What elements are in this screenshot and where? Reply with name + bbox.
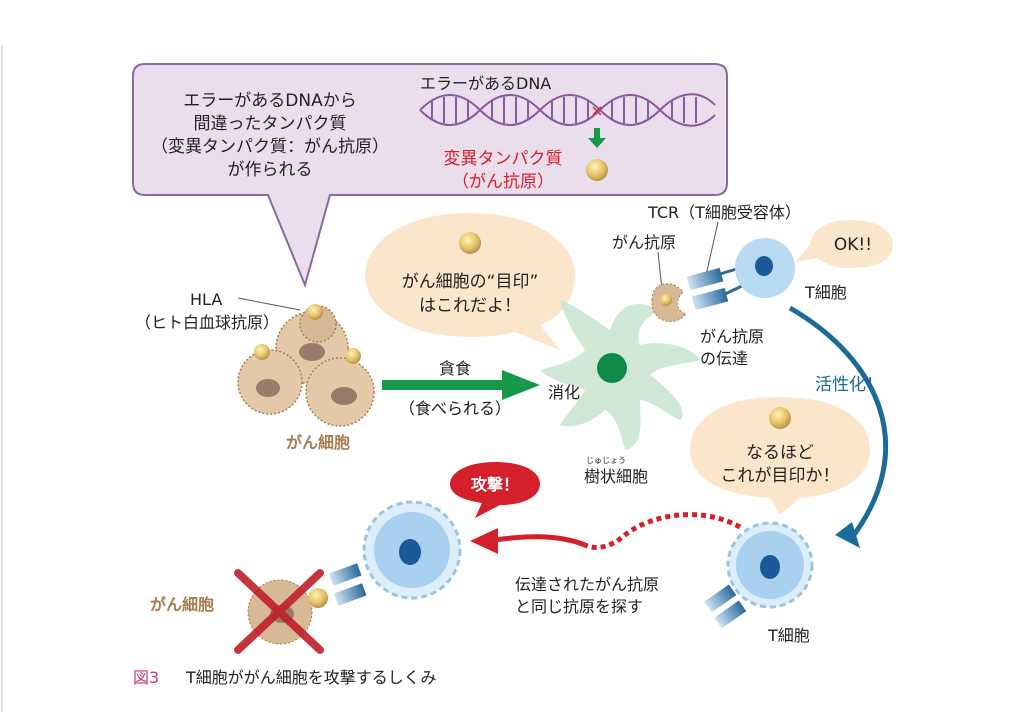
hla-sub-label: （ヒト白血球抗原） bbox=[135, 313, 279, 332]
antigen-ball-icon bbox=[308, 588, 328, 608]
search-path-dotted bbox=[583, 512, 742, 550]
cancer-cell-label: がん細胞 bbox=[150, 595, 214, 614]
bubble-text: なるほど bbox=[746, 443, 814, 463]
antigen-ball-icon bbox=[459, 232, 481, 254]
digest-label: 消化 bbox=[548, 383, 580, 402]
ok-speech-bubble bbox=[795, 220, 893, 268]
callout-line: 間違ったタンパク質 bbox=[194, 114, 347, 134]
antigen-ball-icon bbox=[586, 159, 608, 181]
bubble-text: がん細胞の“目印” bbox=[402, 272, 539, 292]
activation-label: 活性化！ bbox=[815, 375, 883, 395]
mutant-protein-label: 変異タンパク質 bbox=[444, 149, 563, 169]
mutant-protein-label: （がん抗原） bbox=[452, 172, 554, 192]
down-arrow-icon bbox=[588, 128, 606, 148]
hla-pointer bbox=[237, 297, 301, 311]
tcr-receptor-icon bbox=[704, 584, 747, 629]
dendritic-cell-label: 樹状細胞 bbox=[584, 467, 648, 486]
t-cell-nucleus bbox=[760, 555, 780, 579]
transfer-label: の伝達 bbox=[700, 349, 748, 368]
figure-number: 図3 bbox=[133, 668, 159, 687]
hla-label: HLA bbox=[190, 290, 222, 309]
antigen-ball-icon bbox=[307, 304, 323, 320]
arrow-head-icon bbox=[470, 528, 498, 554]
phagocytosis-sub-label: （食べられる） bbox=[399, 399, 511, 418]
antigen-label: がん抗原 bbox=[612, 233, 676, 252]
t-cell-label: T細胞 bbox=[767, 626, 810, 645]
aha-speech-bubble: なるほど これが目印か！ bbox=[690, 397, 870, 515]
antigen-pointer bbox=[657, 251, 663, 291]
arrow-head-icon bbox=[835, 522, 860, 548]
bubble-text: はこれだよ！ bbox=[419, 296, 521, 316]
dna-label: エラーがあるDNA bbox=[420, 74, 551, 93]
search-label: と同じ抗原を探す bbox=[515, 597, 643, 616]
antigen-ball-icon bbox=[254, 344, 270, 360]
phagocytosis-label: 貪食 bbox=[439, 359, 471, 378]
tcr-receptor-icon bbox=[686, 266, 743, 311]
dendritic-ruby: じゅじょう bbox=[586, 456, 626, 465]
transfer-label: がん抗原 bbox=[700, 327, 764, 346]
search-label: 伝達されたがん抗原 bbox=[515, 575, 659, 594]
cancer-cell-label: がん細胞 bbox=[286, 433, 350, 452]
antigen-ball-icon bbox=[345, 348, 361, 364]
cancer-nuclei bbox=[256, 343, 357, 405]
tcr-label: TCR（T細胞受容体） bbox=[647, 203, 801, 222]
bubble-text: これが目印か！ bbox=[721, 466, 840, 486]
attack-arrow bbox=[494, 534, 586, 548]
callout-line: エラーがあるDNAから bbox=[183, 91, 356, 111]
attack-text: 攻撃！ bbox=[471, 475, 519, 494]
t-cell-nucleus bbox=[399, 539, 421, 565]
antigen-ball-icon bbox=[769, 407, 791, 429]
callout-line: が作られる bbox=[228, 160, 313, 180]
t-cell-nucleus bbox=[755, 256, 773, 276]
tcr-receptor-icon bbox=[328, 563, 367, 606]
dendritic-cell-icon bbox=[540, 300, 700, 450]
cross-mark-icon bbox=[234, 569, 324, 654]
antigen-ball-icon bbox=[660, 294, 672, 306]
ok-text: OK!! bbox=[834, 235, 872, 255]
dna-error-callout: エラーがあるDNAから 間違ったタンパク質 （変異タンパク質：がん抗原） が作ら… bbox=[132, 63, 728, 289]
attack-speech-bubble bbox=[450, 462, 540, 518]
marker-speech-bubble: がん細胞の“目印” はこれだよ！ bbox=[365, 213, 575, 350]
error-x-icon: × bbox=[590, 101, 603, 120]
tcr-pointer bbox=[704, 221, 719, 281]
phagocytosis-arrow bbox=[382, 370, 540, 400]
callout-line: （変異タンパク質：がん抗原） bbox=[151, 137, 389, 157]
dna-helix-icon bbox=[419, 93, 716, 127]
figure-caption: T細胞ががん細胞を攻撃するしくみ bbox=[185, 668, 436, 687]
activation-arrow bbox=[788, 305, 889, 542]
t-cell-label: T細胞 bbox=[804, 283, 847, 302]
